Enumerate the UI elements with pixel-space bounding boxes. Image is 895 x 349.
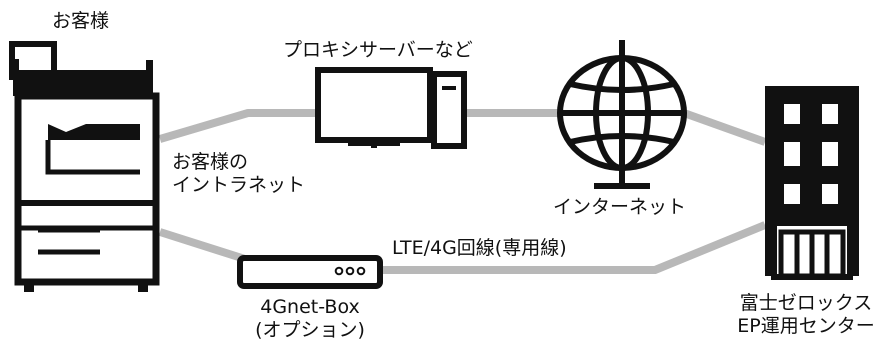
printer-icon (9, 41, 160, 292)
gnet-box-line1: 4Gnet-Box (260, 296, 360, 318)
line-printer-to-proxy (158, 109, 318, 143)
router-box-icon (237, 255, 383, 289)
lte-line-label: LTE/4G回線(専用線) (392, 237, 567, 259)
desktop-computer-icon (315, 67, 467, 149)
customer-intranet-label: お客様の イントラネット (172, 151, 305, 197)
customer-label: お客様 (52, 10, 110, 32)
connection-lines (158, 109, 767, 274)
building-icon (765, 86, 859, 280)
gnet-box-line2: (オプション) (255, 319, 365, 341)
fuji-center-line1: 富士ゼロックス (739, 292, 873, 314)
line-printer-to-box (158, 228, 250, 264)
fuji-center-label: 富士ゼロックス EP運用センター (718, 292, 894, 338)
globe-icon (557, 40, 687, 189)
customer-intranet-line1: お客様の (172, 151, 249, 173)
internet-label: インターネット (553, 196, 687, 218)
gnet-box-label: 4Gnet-Box (オプション) (230, 296, 390, 342)
customer-intranet-line2: イントラネット (172, 174, 306, 196)
line-globe-to-building (682, 109, 767, 146)
fuji-center-line2: EP運用センター (737, 315, 875, 337)
line-box-to-building (380, 221, 767, 274)
proxy-label: プロキシサーバーなど (283, 39, 473, 61)
